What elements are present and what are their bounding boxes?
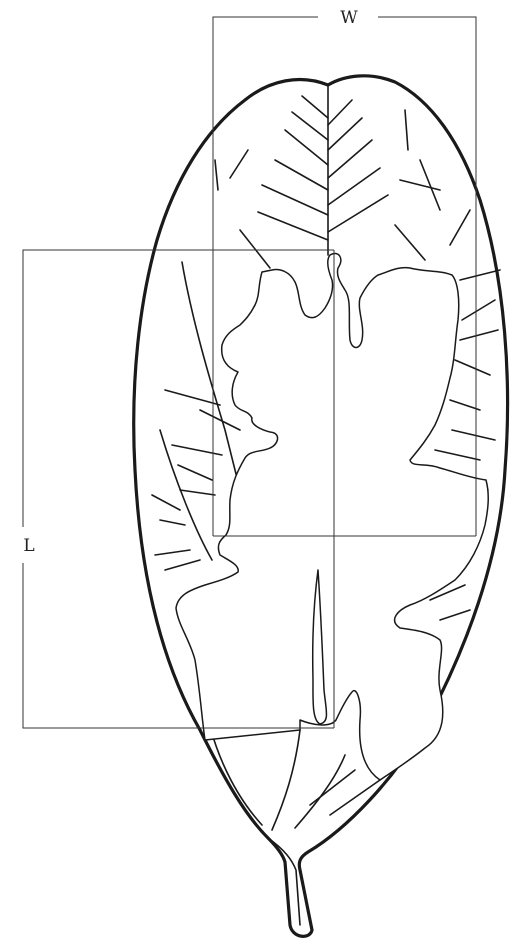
width-label: W	[340, 8, 358, 28]
length-label: L	[23, 536, 34, 556]
